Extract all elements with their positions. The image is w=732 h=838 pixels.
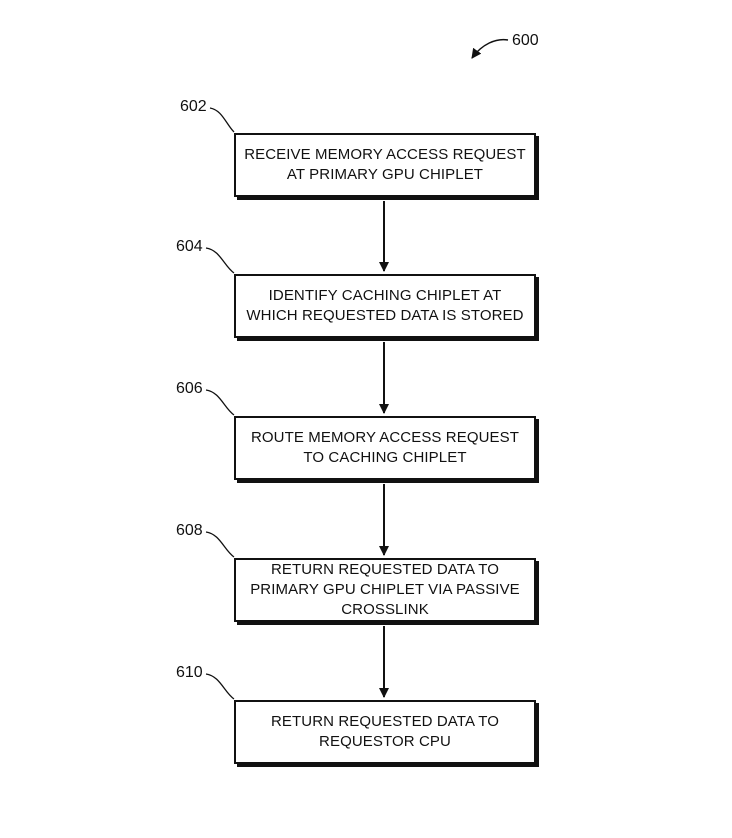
ref-leader-608 (205, 531, 235, 558)
step-text-608: RETURN REQUESTED DATA TO PRIMARY GPU CHI… (250, 561, 520, 618)
step-text-602: RECEIVE MEMORY ACCESS REQUEST AT PRIMARY… (244, 146, 526, 183)
ref-leader-610 (205, 673, 235, 700)
step-text-604: IDENTIFY CACHING CHIPLET AT WHICH REQUES… (246, 287, 524, 324)
ref-leader-604 (205, 247, 235, 274)
step-ref-label-604: 604 (176, 238, 203, 255)
step-box-604: IDENTIFY CACHING CHIPLET AT WHICH REQUES… (234, 274, 536, 338)
step-box-602: RECEIVE MEMORY ACCESS REQUEST AT PRIMARY… (234, 133, 536, 197)
step-ref-label-608: 608 (176, 522, 203, 539)
ref-leader-606 (205, 389, 235, 416)
step-box-606: ROUTE MEMORY ACCESS REQUEST TO CACHING C… (234, 416, 536, 480)
step-box-608: RETURN REQUESTED DATA TO PRIMARY GPU CHI… (234, 558, 536, 622)
step-ref-label-606: 606 (176, 380, 203, 397)
figure-ref-leader-arrow (471, 38, 509, 59)
step-text-610: RETURN REQUESTED DATA TO REQUESTOR CPU (271, 713, 499, 750)
ref-leader-602 (209, 107, 235, 133)
figure-ref-label: 600 (512, 32, 539, 49)
step-box-610: RETURN REQUESTED DATA TO REQUESTOR CPU (234, 700, 536, 764)
step-ref-label-602: 602 (180, 98, 207, 115)
step-ref-label-610: 610 (176, 664, 203, 681)
step-text-606: ROUTE MEMORY ACCESS REQUEST TO CACHING C… (250, 429, 520, 466)
